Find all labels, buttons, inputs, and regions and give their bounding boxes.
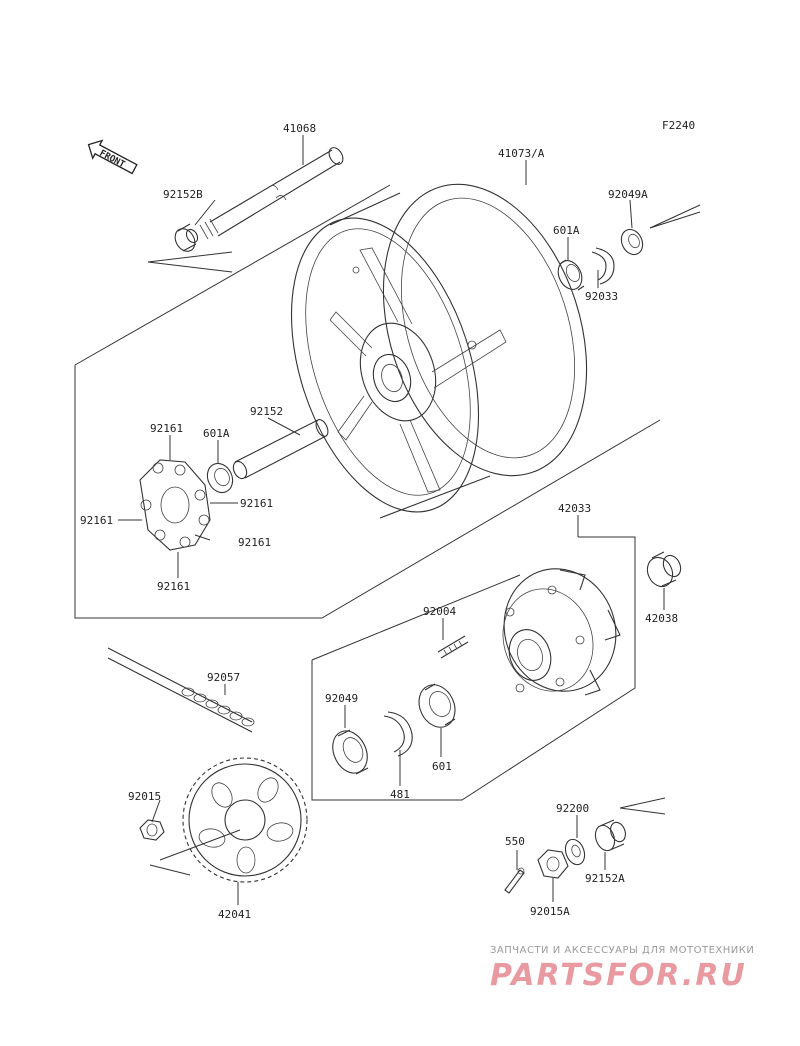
cotter-pin-550 [504, 867, 525, 894]
nut-92015A [537, 849, 569, 879]
label-92004: 92004 [423, 605, 456, 618]
label-92152A: 92152A [585, 872, 625, 885]
label-92049: 92049 [325, 692, 358, 705]
circlip-481 [383, 711, 413, 757]
watermark-logo: PARTSFOR.RU [490, 958, 747, 993]
hub-group-frame [311, 536, 636, 801]
label-481: 481 [390, 788, 410, 801]
label-601: 601 [432, 760, 452, 773]
collar-42038 [646, 551, 682, 588]
wheel-41073A [290, 183, 588, 519]
damper-92161 [139, 459, 211, 551]
label-92015: 92015 [128, 790, 161, 803]
collar-92152A [594, 797, 666, 852]
label-550: 550 [505, 835, 525, 848]
hub-42033 [502, 568, 621, 696]
label-41073A: 41073/A [498, 147, 545, 160]
leader-lines [118, 135, 665, 905]
collar-92152B [174, 223, 199, 252]
label-92049A: 92049A [608, 188, 648, 201]
label-92200: 92200 [556, 802, 589, 815]
label-42038: 42038 [645, 612, 678, 625]
label-92015A: 92015A [530, 905, 570, 918]
stud-92004 [437, 635, 469, 659]
chain-92057 [107, 647, 255, 733]
label-92161-right1: 92161 [240, 497, 273, 510]
label-41068: 41068 [283, 122, 316, 135]
label-601A-top: 601A [553, 224, 580, 237]
sprocket-42041 [149, 757, 308, 883]
label-92057: 92057 [207, 671, 240, 684]
front-arrow-icon: FRONT [87, 139, 138, 175]
bearing-601A-left [206, 462, 234, 494]
figure-code: F2240 [662, 119, 695, 132]
label-601A-left: 601A [203, 427, 230, 440]
label-92152B: 92152B [163, 188, 203, 201]
label-92152: 92152 [250, 405, 283, 418]
label-42033: 42033 [558, 502, 591, 515]
label-92161-bottom: 92161 [157, 580, 190, 593]
oil-seal-92049A [620, 204, 701, 256]
label-92161-left: 92161 [80, 514, 113, 527]
collar-92152 [232, 419, 329, 480]
label-92161-right2: 92161 [238, 536, 271, 549]
watermark: ЗАПЧАСТИ И АКСЕССУАРЫ ДЛЯ МОТОТЕХНИКИ PA… [490, 945, 790, 993]
label-42041: 42041 [218, 908, 251, 921]
watermark-caption: ЗАПЧАСТИ И АКСЕССУАРЫ ДЛЯ МОТОТЕХНИКИ [490, 945, 755, 956]
label-92033: 92033 [585, 290, 618, 303]
washer-92200 [564, 838, 586, 866]
label-92161-top: 92161 [150, 422, 183, 435]
bearing-601 [418, 683, 456, 728]
nut-92015 [139, 819, 165, 841]
oil-seal-92049 [332, 729, 369, 775]
circlip-92033 [591, 247, 615, 285]
wheel-group-frame [74, 184, 661, 619]
bearing-601A-top [557, 259, 585, 291]
axle-41068 [199, 147, 344, 240]
